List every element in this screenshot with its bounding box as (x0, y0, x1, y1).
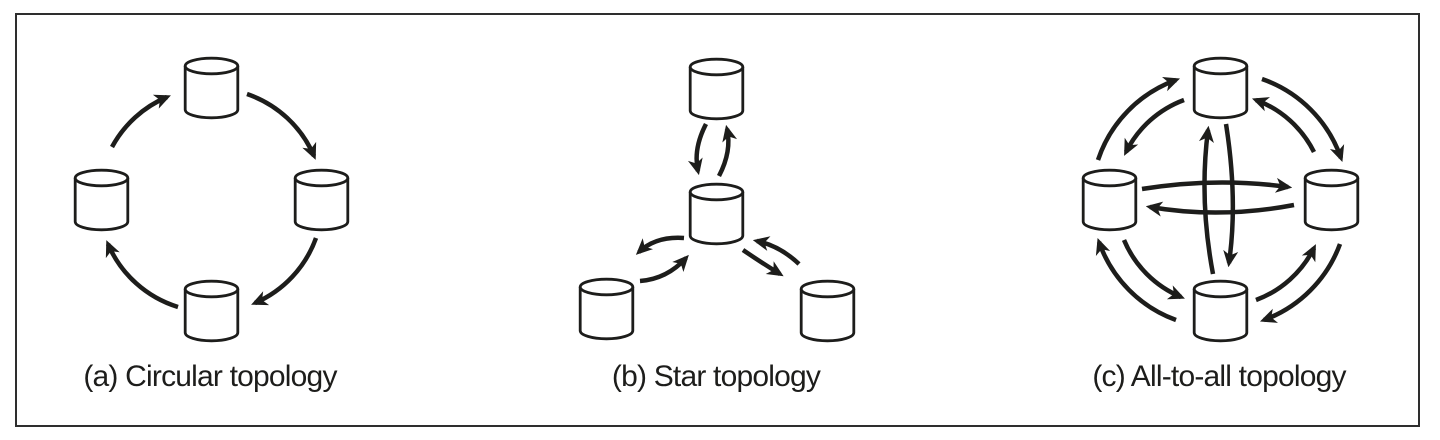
caption-all-to-all-topology: (c) All-to-all topology (1092, 360, 1346, 393)
database-icon (578, 277, 635, 341)
arrow-left-to-top-outer (1095, 77, 1181, 161)
database-icon (688, 182, 745, 246)
arrow-top-to-bottom-cross (1223, 123, 1239, 268)
star-arrows (635, 122, 801, 284)
arrow-bottom-to-left (105, 240, 179, 310)
arrow-hub-to-bottom-right (741, 248, 784, 277)
arrow-bottom-to-top-cross (1198, 125, 1216, 275)
arrow-top-to-hub (687, 122, 709, 176)
database-icon (293, 168, 350, 232)
arrow-top-to-right-outer (1261, 76, 1345, 163)
arrow-top-to-left-inner (1123, 97, 1185, 156)
database-icon (799, 279, 856, 343)
all-to-all-arrows (1095, 76, 1345, 323)
database-icon (688, 57, 745, 121)
panel-all-to-all-topology (1081, 56, 1360, 343)
arrow-bottom-right-to-hub (752, 236, 801, 266)
arrow-bottom-to-right-inner (1255, 244, 1317, 303)
arrow-left-to-right-cross (1141, 177, 1293, 193)
caption-star-topology: (b) Star topology (611, 360, 821, 393)
database-icon (73, 168, 130, 232)
arrow-right-to-left-cross (1145, 201, 1295, 217)
database-icon (1192, 56, 1249, 120)
arrow-hub-to-top (716, 124, 738, 178)
arrow-left-to-top (110, 94, 171, 149)
caption-circular-topology: (a) Circular topology (83, 360, 337, 393)
arrow-hub-to-bottom-left (635, 235, 685, 255)
arrow-right-to-bottom-outer (1259, 243, 1343, 323)
arrow-left-to-bottom-inner (1121, 239, 1185, 300)
panel-circular-topology (73, 56, 350, 343)
circular-arrows (105, 91, 319, 310)
arrow-right-to-top-inner (1251, 97, 1317, 154)
database-icon (1192, 279, 1249, 343)
database-icon (183, 56, 240, 120)
database-icon (183, 279, 240, 343)
arrow-bottom-to-left-outer (1095, 237, 1177, 323)
arrow-right-to-bottom (251, 237, 319, 306)
database-icon (1303, 168, 1360, 232)
database-icon (1081, 168, 1138, 232)
arrow-bottom-left-to-hub (639, 254, 689, 284)
panel-star-topology (578, 57, 856, 343)
arrow-top-to-right (246, 91, 317, 160)
